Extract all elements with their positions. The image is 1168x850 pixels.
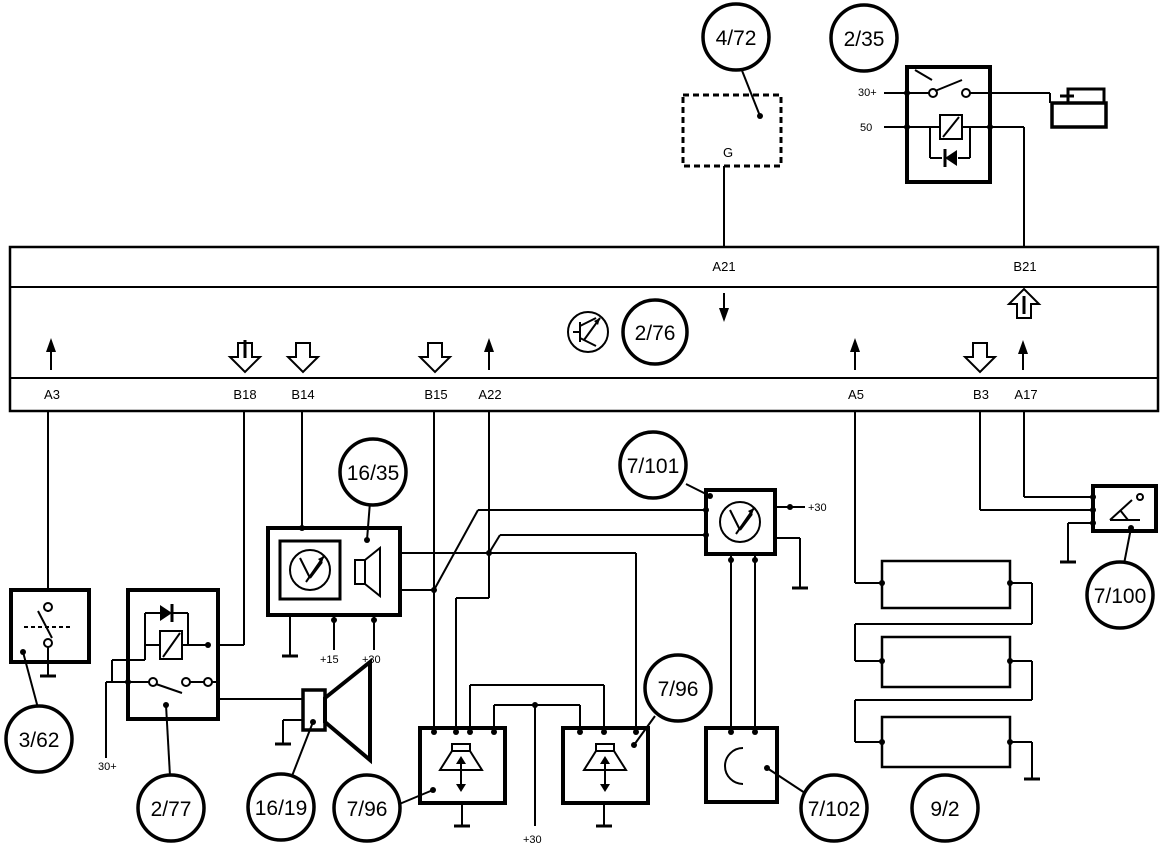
leader-16-35 xyxy=(366,501,371,541)
callout-4-72-label: 4/72 xyxy=(716,27,757,50)
pin-b18-arrow xyxy=(227,342,263,374)
leader-3-62 xyxy=(22,651,39,709)
amplifier-transistor-icon xyxy=(719,501,761,543)
callout-9-2-label: 9/2 xyxy=(930,798,959,821)
relay-2-77-diode-icon xyxy=(160,605,172,621)
pin-label-b18: B18 xyxy=(233,387,256,402)
callout-7-96-right-label: 7/96 xyxy=(658,678,699,701)
radio-display xyxy=(278,539,342,601)
pin-label-a3: A3 xyxy=(44,387,60,402)
callout-2-35-bubble xyxy=(829,3,899,73)
pin-label-a22: A22 xyxy=(478,387,501,402)
terminal-30-radio-label: +30 xyxy=(362,654,381,666)
terminal-30-label: 30+ xyxy=(858,87,877,99)
callout-7-96-left-label: 7/96 xyxy=(347,798,388,821)
module-7-102-outline xyxy=(704,726,779,804)
callout-7-101-label: 7/101 xyxy=(627,455,680,478)
sensor-7-100: 7/100 xyxy=(979,411,1158,630)
speaker-7-96-left: 7/96 xyxy=(332,726,507,843)
pin-label-b3: B3 xyxy=(973,387,989,402)
callout-3-62-label: 3/62 xyxy=(19,729,60,752)
pin-label-b21: B21 xyxy=(1013,259,1036,274)
pin-label-a5: A5 xyxy=(848,387,864,402)
radio-transistor-icon xyxy=(289,549,331,591)
terminal-50-label: 50 xyxy=(860,122,872,134)
ecu-callout-bubble xyxy=(621,298,689,366)
amplifier-7-101-outline xyxy=(704,488,777,556)
relay-2-35-outline xyxy=(905,65,992,184)
callout-16-19-label: 16/19 xyxy=(255,797,308,820)
callout-9-2-bubble xyxy=(910,773,980,843)
speaker-left-icon xyxy=(438,743,484,792)
callout-7-100-bubble xyxy=(1085,560,1155,630)
switch-3-62: 3/62 xyxy=(4,411,91,774)
speaker-right-icon xyxy=(582,743,628,792)
relay-2-77: 30+ 2/77 xyxy=(98,411,303,843)
callout-16-19-bubble xyxy=(246,772,316,842)
terminal-30-left-label: 30+ xyxy=(98,761,117,773)
pin-b3-arrow xyxy=(962,342,998,374)
terminal-30-bottom-label: +30 xyxy=(523,834,542,846)
callout-16-35-bubble xyxy=(338,437,408,507)
heater-element-3 xyxy=(880,715,1012,769)
leader-7-96-right xyxy=(633,715,656,746)
pin-b14-arrow xyxy=(285,342,321,374)
callout-7-96-left-bubble xyxy=(332,773,402,843)
module-7-102: 7/102 xyxy=(704,726,869,843)
callout-4-72-bubble xyxy=(701,2,771,72)
ecu-transistor-icon xyxy=(567,311,609,353)
callout-2-35-label: 2/35 xyxy=(844,28,885,51)
heater-element-2 xyxy=(880,635,1012,689)
sensor-7-100-icon xyxy=(1109,493,1144,521)
ecu-pin-arrows xyxy=(46,287,1042,374)
leader-2-77 xyxy=(165,704,171,777)
speaker-icon xyxy=(354,545,381,599)
amplifier-7-101: +30 7/101 xyxy=(618,430,827,728)
heater-9-2: 9/2 xyxy=(854,411,1040,843)
pin-label-a17: A17 xyxy=(1014,387,1037,402)
pin-label-b14: B14 xyxy=(291,387,314,402)
callout-7-101-bubble xyxy=(618,430,688,500)
module-7-102-symbol-icon xyxy=(724,747,744,785)
relay-2-35-diode-icon xyxy=(945,150,957,166)
starter-motor-icon xyxy=(1049,87,1108,129)
ecu-outline xyxy=(8,245,1160,413)
leader-7-101 xyxy=(685,483,711,497)
horn-icon xyxy=(323,657,372,765)
speaker-7-96-right: 7/96 xyxy=(561,653,713,828)
sensor-7-100-outline xyxy=(1091,484,1158,533)
callout-2-77-bubble xyxy=(136,773,206,843)
leader-7-100 xyxy=(1123,527,1132,565)
terminal-15-label: +15 xyxy=(320,654,339,666)
leader-2-35 xyxy=(914,69,933,81)
callout-16-35-label: 16/35 xyxy=(347,462,400,485)
leader-4-72 xyxy=(740,67,761,117)
pin-b15-arrow xyxy=(417,342,453,374)
callout-7-102-bubble xyxy=(799,773,869,843)
ecu-module: 2/76 xyxy=(8,245,1160,413)
leader-7-96-left xyxy=(396,789,434,806)
callout-2-77-label: 2/77 xyxy=(151,798,192,821)
horn-16-19: 16/19 xyxy=(246,657,372,842)
leader-16-19 xyxy=(291,721,314,777)
leader-7-102 xyxy=(766,767,809,796)
relay-2-35: 30+ 50 2/35 xyxy=(829,3,1050,247)
callout-3-62-bubble xyxy=(4,704,74,774)
pin-label-b15: B15 xyxy=(424,387,447,402)
pin-b21-arrow xyxy=(1006,287,1042,319)
terminal-30-amp-label: +30 xyxy=(808,502,827,514)
callout-7-96-right-bubble xyxy=(643,653,713,723)
ecu-callout-label: 2/76 xyxy=(635,322,676,345)
heater-element-1 xyxy=(880,559,1012,610)
radio-16-35: +15 +30 16/35 xyxy=(266,411,408,666)
audio-wiring: +30 xyxy=(400,411,706,846)
callout-7-100-label: 7/100 xyxy=(1094,585,1147,608)
module-4-72: G 4/72 xyxy=(681,2,783,247)
module-4-72-outline xyxy=(681,93,783,168)
pin-label-a21: A21 xyxy=(712,259,735,274)
g-terminal-label: G xyxy=(723,145,733,160)
callout-7-102-label: 7/102 xyxy=(808,798,861,821)
